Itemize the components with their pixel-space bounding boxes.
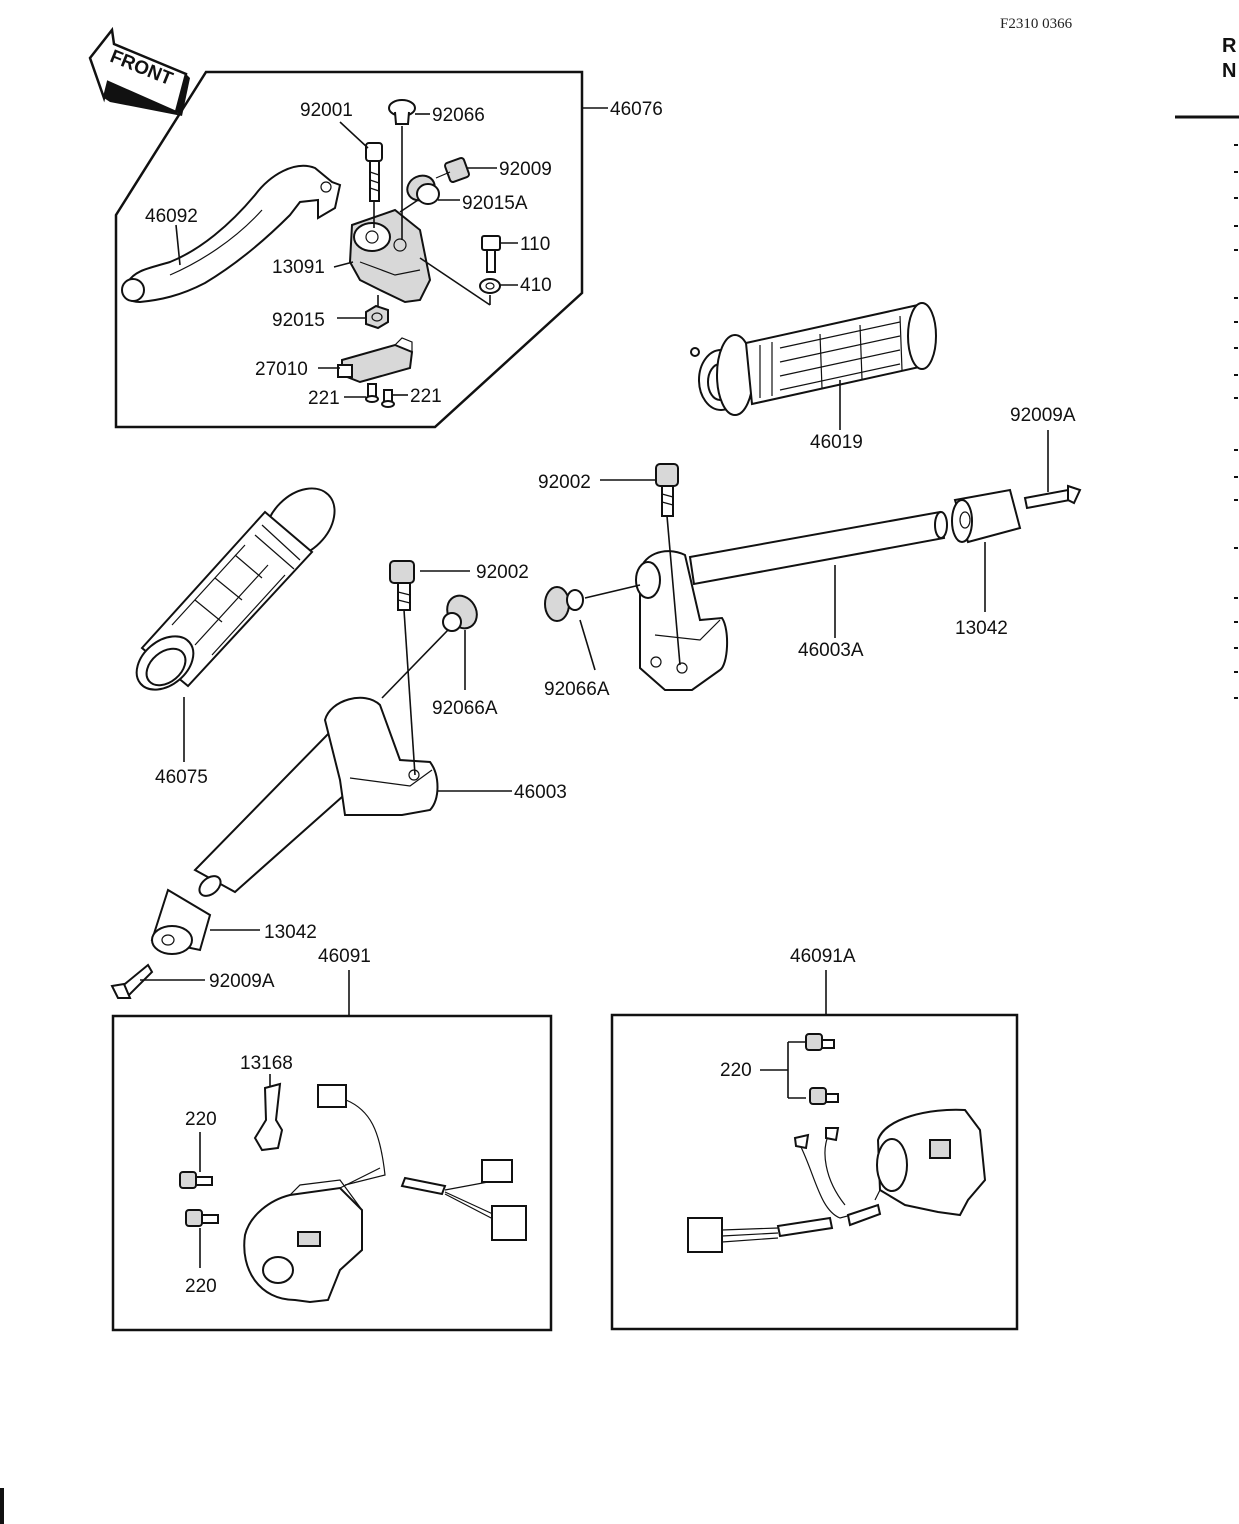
- label-92002-left: 92002: [476, 562, 529, 583]
- right-switch-housing: [874, 1108, 987, 1217]
- right-switch-box: [610, 1013, 1019, 1331]
- label-92015: 92015: [272, 310, 325, 331]
- cap-92066A-right: [544, 586, 584, 622]
- label-46003: 46003: [514, 782, 567, 803]
- label-110: 110: [520, 234, 550, 255]
- cap-92066A-left: [442, 594, 478, 632]
- adjuster-screw: [435, 157, 470, 183]
- edge-text-top: R: [1222, 35, 1237, 57]
- screw-220-left-b: [185, 1209, 219, 1227]
- label-46003A: 46003A: [798, 640, 864, 661]
- label-13091: 13091: [272, 257, 325, 278]
- clamp-13168: [253, 1082, 284, 1152]
- left-handlebar: [193, 696, 439, 897]
- label-221-right: 221: [410, 386, 442, 407]
- brake-lever: [121, 164, 342, 304]
- left-switch-housing: [243, 1167, 381, 1304]
- front-arrow: FRONT: [88, 26, 190, 116]
- label-92015A: 92015A: [462, 193, 528, 214]
- label-410: 410: [520, 275, 552, 296]
- bolt-92002-right: [655, 463, 679, 517]
- washer-410: [479, 278, 501, 294]
- right-handlebar: [635, 510, 948, 691]
- label-13042-left: 13042: [264, 922, 317, 943]
- label-13042-right: 13042: [955, 618, 1008, 639]
- label-92066A-left: 92066A: [432, 698, 498, 719]
- left-grip: [135, 487, 336, 691]
- small-bolt-110: [481, 235, 501, 273]
- lever-holder: [348, 208, 432, 304]
- left-switch-wiring: [317, 1084, 527, 1241]
- right-switch-wiring: [687, 1127, 882, 1253]
- edge-marks: [1234, 144, 1238, 699]
- label-92009: 92009: [499, 159, 552, 180]
- label-92002-right: 92002: [538, 472, 591, 493]
- screws-221: [365, 383, 395, 408]
- label-46092: 46092: [145, 206, 198, 227]
- screw-220-right-a: [805, 1033, 835, 1051]
- bar-end-left: [150, 888, 212, 955]
- label-220-lower-left: 220: [185, 1276, 217, 1297]
- nut-92015: [365, 304, 389, 330]
- screw-220-left-a: [179, 1171, 213, 1189]
- page-edge-bar: [0, 1488, 4, 1524]
- screw-220-right-b: [809, 1087, 839, 1105]
- label-46019: 46019: [810, 432, 863, 453]
- label-46076: 46076: [610, 99, 663, 120]
- screw-92009A-left: [110, 963, 154, 999]
- label-46091A: 46091A: [790, 946, 856, 967]
- label-92009A-right: 92009A: [1010, 405, 1076, 426]
- edge-text-bottom: N: [1222, 60, 1236, 82]
- bar-end-right: [951, 488, 1022, 544]
- label-13168: 13168: [240, 1053, 293, 1074]
- label-46091: 46091: [318, 946, 371, 967]
- left-switch-box: [111, 1014, 553, 1332]
- label-92066: 92066: [432, 105, 485, 126]
- pivot-bolt: [365, 142, 383, 202]
- diagram-code: F2310 0366: [1000, 16, 1073, 32]
- lever-assembly-box: [114, 70, 584, 429]
- label-92009A-left: 92009A: [209, 971, 275, 992]
- lever-cap: [388, 99, 416, 125]
- bolt-92002-left: [389, 560, 415, 611]
- label-221-left: 221: [308, 388, 340, 409]
- label-46075: 46075: [155, 767, 208, 788]
- adjuster-knob: [406, 174, 440, 205]
- label-220-right: 220: [720, 1060, 752, 1081]
- screw-92009A-right: [1023, 484, 1082, 510]
- label-27010: 27010: [255, 359, 308, 380]
- throttle-grip: [690, 302, 937, 416]
- label-92001: 92001: [300, 100, 353, 121]
- brake-switch: [337, 337, 414, 384]
- label-220-upper-left: 220: [185, 1109, 217, 1130]
- label-92066A-right: 92066A: [544, 679, 610, 700]
